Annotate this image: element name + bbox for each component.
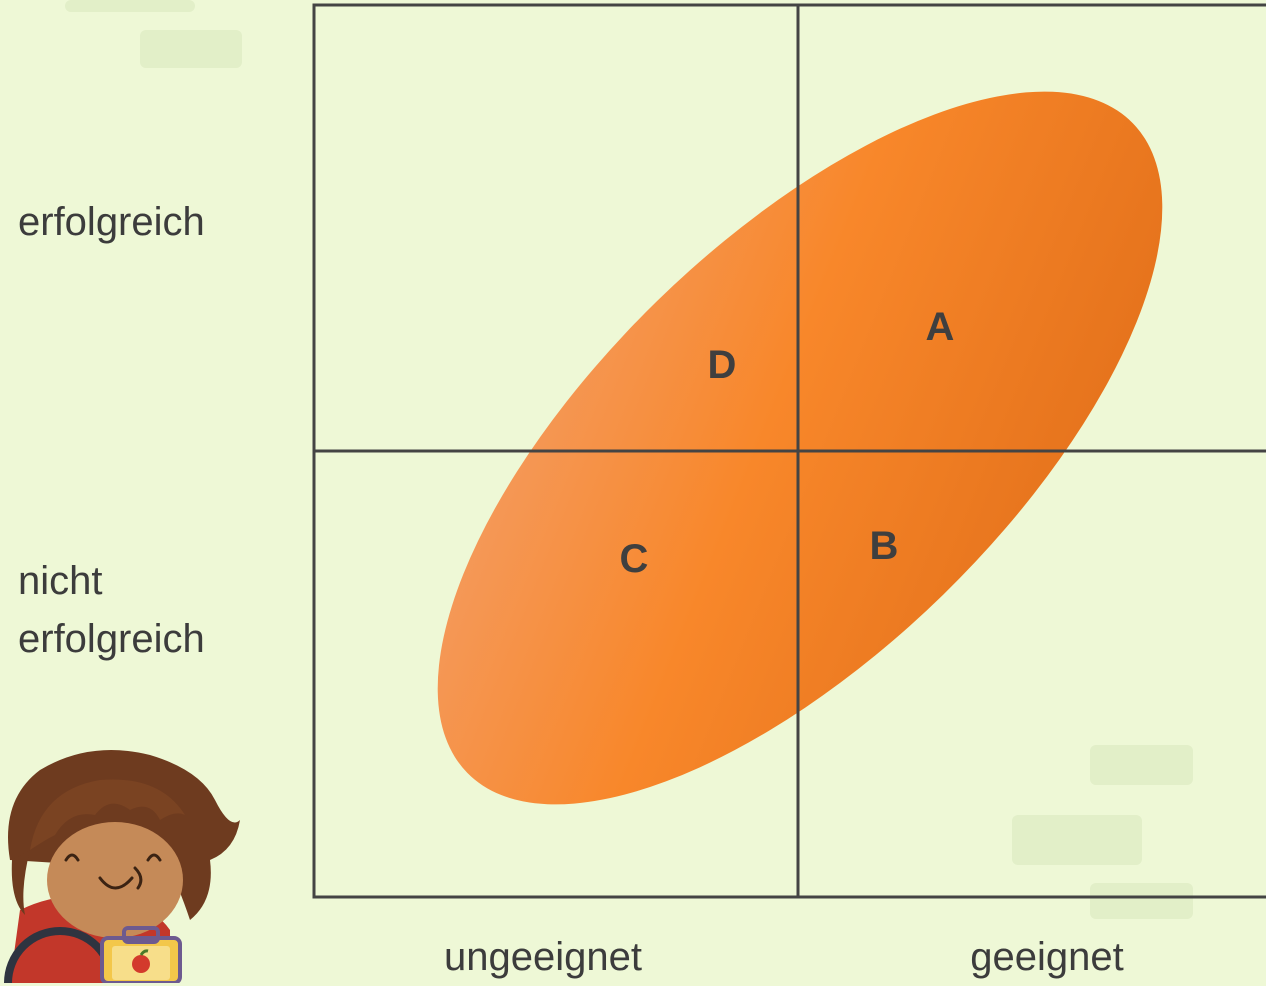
y-axis-label-bottom-line2: erfolgreich — [18, 617, 205, 661]
quadrant-label-b: B — [870, 524, 899, 568]
quadrant-label-a: A — [926, 305, 955, 349]
x-axis-label-left: ungeeignet — [444, 935, 642, 979]
background-patch — [1090, 883, 1193, 919]
distribution-ellipse — [437, 91, 1163, 805]
background-patch — [140, 30, 242, 68]
y-axis-label-bottom: nicht erfolgreich — [18, 552, 258, 668]
x-axis-label-right: geeignet — [970, 935, 1124, 979]
y-axis-label-bottom-line1: nicht — [18, 559, 103, 603]
cartoon-girl-illustration — [4, 750, 240, 983]
quadrant-label-c: C — [620, 537, 649, 581]
y-axis-label-top: erfolgreich — [18, 200, 205, 244]
background-patch — [1012, 815, 1142, 865]
background-patch — [65, 0, 195, 12]
quadrant-label-d: D — [708, 343, 737, 387]
background-patch — [1090, 745, 1193, 785]
